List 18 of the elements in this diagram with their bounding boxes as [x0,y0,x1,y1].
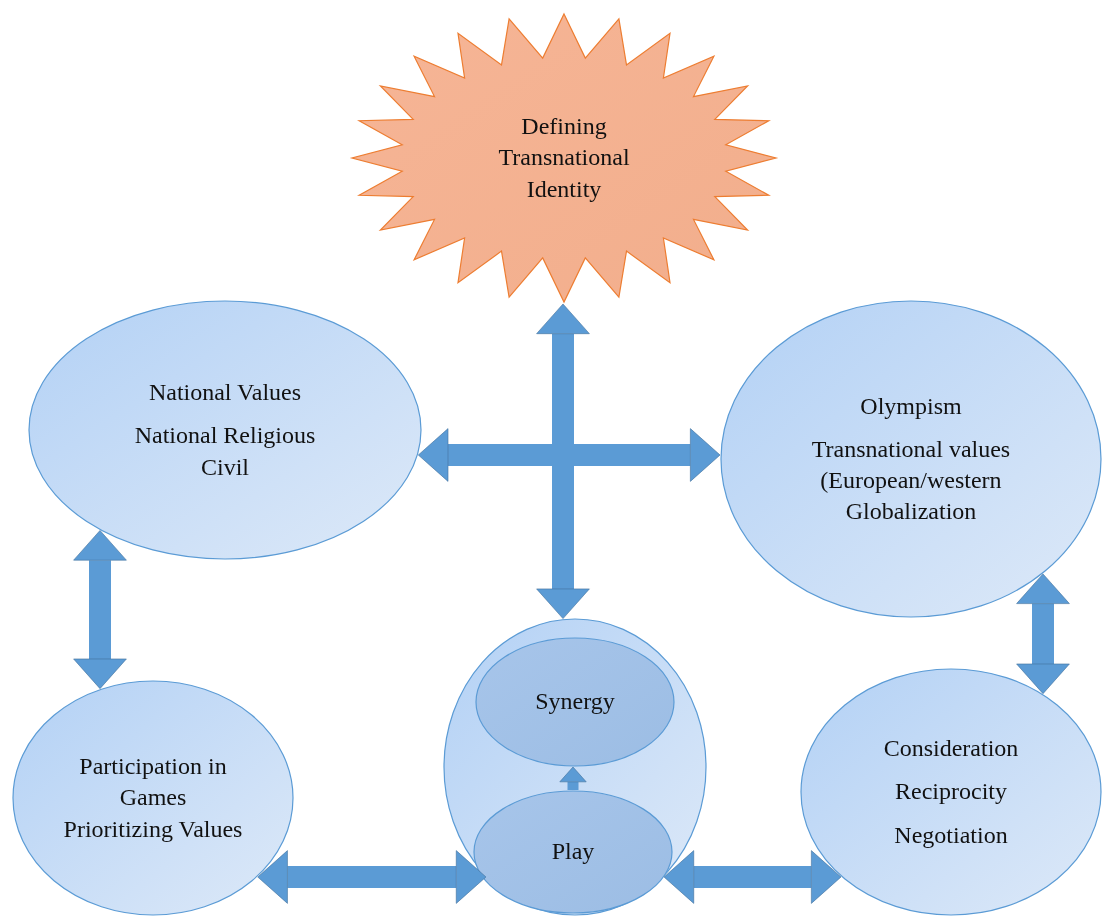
node-text: National Values [148,378,302,408]
node-text: Participation in Games Prioritizing Values [63,752,243,844]
double-arrow [73,530,127,689]
double-arrow [418,428,721,482]
double-arrow [257,850,487,904]
node-text: Consideration [883,734,1019,764]
node-text: Negotiation [894,820,1008,850]
double-arrow [536,303,590,619]
arrow [559,766,587,790]
node-text: Defining Transnational Identity [497,112,631,204]
node-text: Transnational values (European/western Globalization [810,434,1012,527]
node-text: Play [551,837,595,867]
double-arrow [663,850,842,904]
node-text: National Religious Civil [133,421,317,482]
node-text: Reciprocity [895,777,1007,807]
node-text: Olympism [860,391,962,421]
double-arrow [1016,573,1070,694]
node-text: Synergy [535,687,615,717]
